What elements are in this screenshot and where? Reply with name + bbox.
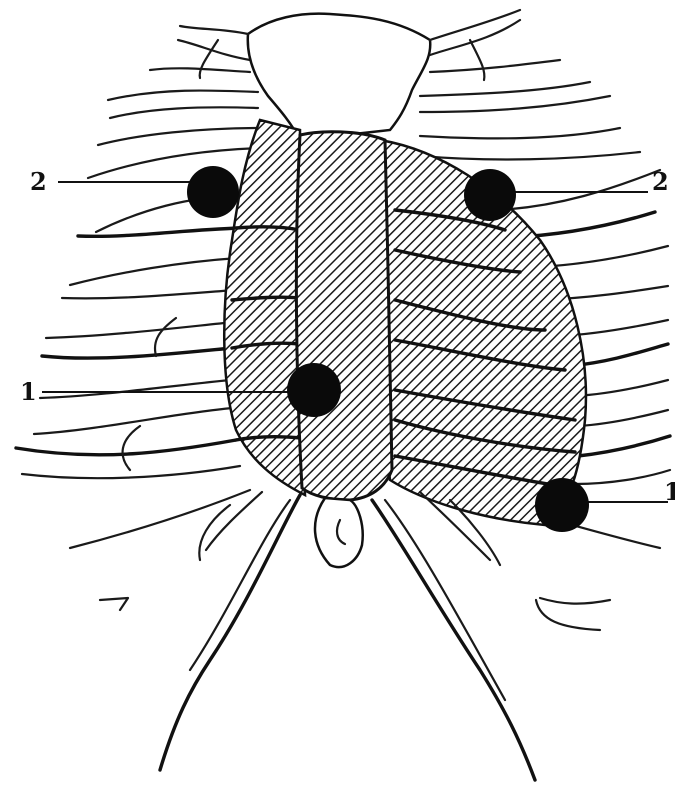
left-shaded-region — [224, 120, 305, 495]
label-1-left: 1 — [20, 377, 37, 406]
sternum — [296, 132, 392, 567]
label-2-right: 2 — [652, 167, 669, 196]
point-1-left — [287, 363, 341, 417]
point-2-right — [464, 169, 516, 221]
manubrium — [180, 10, 520, 140]
point-1-right — [535, 478, 589, 532]
label-2-left: 2 — [30, 167, 47, 196]
label-1-right: 1 — [664, 477, 675, 506]
point-2-left — [187, 166, 239, 218]
